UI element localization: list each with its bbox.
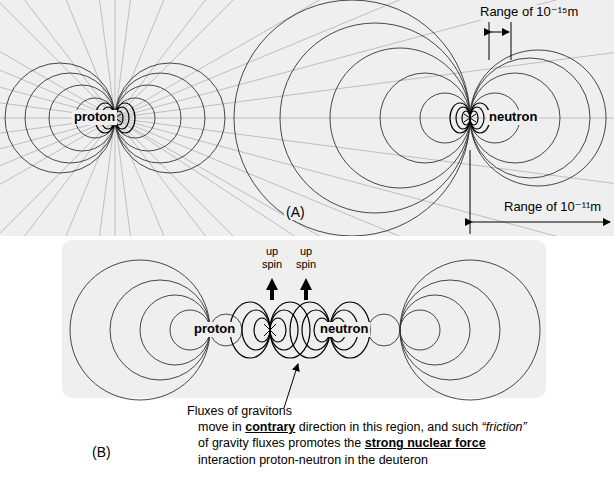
flux-leader: [284, 364, 298, 408]
note-phrase: strong nuclear force: [365, 436, 486, 450]
panel-label: (A): [284, 204, 307, 220]
particle-label: Fluxes of gravitons: [187, 404, 292, 418]
note-phrase: move in: [198, 420, 242, 434]
note-phrase: interaction proton-neutron in the deuter…: [198, 453, 428, 467]
note-phrase: direction in this region, and such: [299, 420, 478, 434]
note-phrase: contrary: [245, 420, 295, 434]
panel-label: (B): [92, 444, 111, 460]
core-loops-b: [230, 302, 370, 358]
panel-b: [62, 240, 546, 398]
particle-label: proton: [72, 110, 117, 125]
radial-lines: [0, 0, 614, 236]
particle-label: neutron: [318, 322, 370, 337]
spin-label: up spin: [291, 245, 321, 270]
range-markers: [470, 22, 610, 234]
particle-label: proton: [192, 322, 237, 337]
note-text: move incontrary direction in this region,…: [198, 419, 612, 468]
core-loops-a: [95, 103, 490, 133]
field-loops-a: [5, 0, 606, 236]
note-phrase: of gravity fluxes promotes the: [198, 436, 361, 450]
spin-label: up spin: [257, 245, 287, 270]
note-phrase: “friction”: [482, 420, 527, 434]
particle-label: neutron: [487, 110, 539, 125]
range-label: Range of 10⁻¹⁵m: [478, 5, 580, 20]
field-loops-b: [70, 260, 540, 400]
range-label: Range of 10⁻¹¹m: [502, 200, 603, 215]
spin-arrows: [272, 284, 306, 300]
